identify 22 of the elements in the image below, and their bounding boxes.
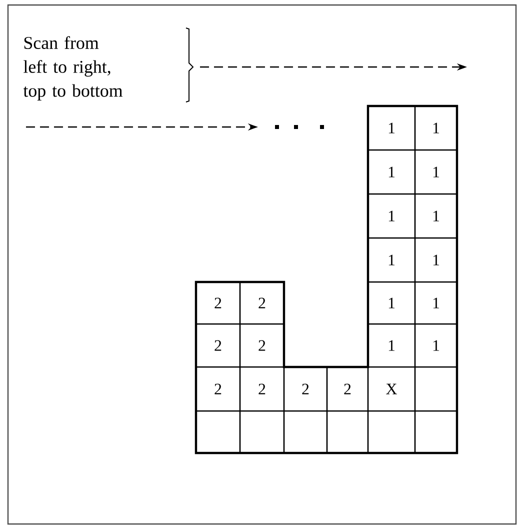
grid-value: 1 — [388, 340, 395, 351]
grid-value: 1 — [388, 254, 395, 266]
grid-value: 2 — [344, 384, 351, 394]
instruction-text: Scan from left to right, top to bottom — [23, 36, 123, 100]
grid-value: 1 — [388, 122, 395, 134]
grid-value: 1 — [388, 298, 395, 308]
grid-value: 1 — [433, 298, 440, 308]
grid-value: 1 — [433, 210, 440, 222]
grid-value: X — [386, 384, 397, 394]
grid-value: 1 — [433, 340, 440, 351]
grid-value: 1 — [388, 166, 395, 178]
grid-value: 2 — [258, 298, 266, 308]
grid-value: 2 — [214, 384, 222, 394]
grid-value: 1 — [433, 254, 440, 266]
grid-value: 2 — [258, 384, 266, 394]
grid-value: 1 — [388, 210, 395, 222]
grid-value: 1 — [433, 166, 440, 178]
grid-value: 1 — [433, 122, 440, 134]
grid-value: 2 — [214, 298, 222, 308]
grid-value: 2 — [302, 384, 309, 394]
grid-value: 2 — [258, 340, 266, 351]
grid-value: 2 — [214, 340, 222, 351]
